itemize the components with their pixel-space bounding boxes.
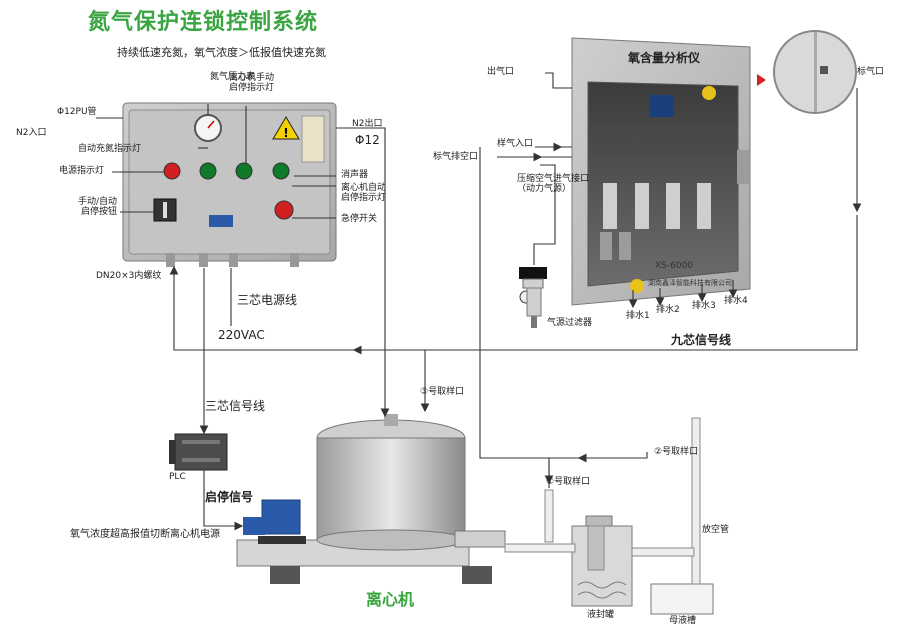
manual-lamp-icon	[235, 162, 253, 180]
cutoff-note-label: 氧气浓度超高报值切断离心机电源	[70, 529, 220, 540]
analyzer-name: 氧含量分析仪	[628, 51, 701, 65]
standard-gas-port-label: 标气排空口	[433, 152, 479, 162]
auto-start-stop-lamp-label: 离心机自动 启停指示灯	[341, 183, 387, 203]
warning-sign-icon	[272, 116, 300, 140]
plc-label: PLC	[169, 472, 186, 482]
control-box: !	[122, 102, 337, 267]
drain4-label: 排水4	[724, 296, 748, 306]
analyzer-model: XS-6000	[655, 261, 694, 271]
motor-icon	[261, 499, 301, 535]
nameplate-icon	[209, 215, 233, 227]
liquid-seal-label: 液封罐	[587, 610, 615, 620]
n2-inlet-label: N2入口	[16, 128, 47, 138]
diagram-subtitle: 持续低速充氮，氧气浓度＞低报值快速充氮	[117, 46, 326, 59]
sample-port-1-label: ①号取样口	[546, 477, 591, 487]
voltage-label: 220VAC	[218, 328, 265, 342]
power-lamp-label: 电源指示灯	[59, 166, 105, 176]
manual-start-stop-lamp-label: 离心机手动 启停指示灯	[229, 73, 275, 93]
auto-fill-lamp-label: 自动充氮指示灯	[78, 144, 142, 154]
mother-liquor-label: 母液槽	[669, 616, 697, 626]
air-filter	[519, 267, 547, 328]
drain1-label: 排水1	[626, 311, 650, 321]
analyzer-cabinet	[571, 37, 751, 306]
power-line-label: 三芯电源线	[237, 293, 298, 307]
n2-outlet-label: N2出口	[352, 119, 383, 129]
centrifuge-label: 离心机	[366, 590, 415, 609]
power-lamp-icon	[163, 162, 181, 180]
phi12-label: Φ12	[355, 133, 380, 147]
drain2-label: 排水2	[656, 305, 680, 315]
auto-fill-lamp-icon	[199, 162, 217, 180]
manual-auto-button-label: 手动/自动 启停按钮	[77, 197, 117, 217]
buzzer-label: 消声器	[341, 170, 369, 180]
drain3-label: 排水3	[692, 301, 716, 311]
standard-gas-port-inset	[757, 30, 857, 114]
plc-unit	[169, 433, 228, 471]
estop-label: 急停开关	[341, 214, 378, 224]
pu-pipe-label: Φ12PU管	[57, 107, 97, 117]
estop-icon	[274, 200, 294, 220]
connection-lines	[96, 72, 862, 531]
start-stop-signal-label: 启停信号	[205, 490, 254, 504]
mother-liquor-tank	[650, 583, 714, 615]
nine-core-signal-label: 九芯信号线	[671, 333, 732, 347]
liquid-seal-tank	[571, 515, 633, 607]
sample-inlet-label: 样气入口	[497, 139, 534, 149]
centrifuge	[236, 414, 506, 584]
air-filter-label: 气源过滤器	[547, 318, 593, 328]
vent-pipe	[504, 417, 701, 585]
svg-text:!: !	[283, 126, 288, 140]
gas-outlet-label: 出气口	[487, 67, 515, 77]
sample-port-2-label: ②号取样口	[654, 447, 699, 457]
compressed-air-label: 压缩空气进气接口 （动力气源）	[517, 174, 590, 194]
auto-lamp-icon	[272, 162, 290, 180]
vent-pipe-label: 放空管	[702, 525, 730, 535]
n2-pressure-gauge-label: 氮气压力表	[210, 72, 256, 82]
analyzer-company: 湖南鑫泽智能科技有限公司	[648, 279, 732, 287]
dn20-thread-label: DN20×3内螺纹	[96, 271, 162, 281]
diagram-title: 氮气保护连锁控制系统	[88, 10, 319, 35]
three-core-signal-label: 三芯信号线	[205, 399, 266, 413]
standard-gas-label: 标气口	[857, 67, 885, 77]
sample-port-3-label: ③号取样口	[420, 387, 465, 397]
